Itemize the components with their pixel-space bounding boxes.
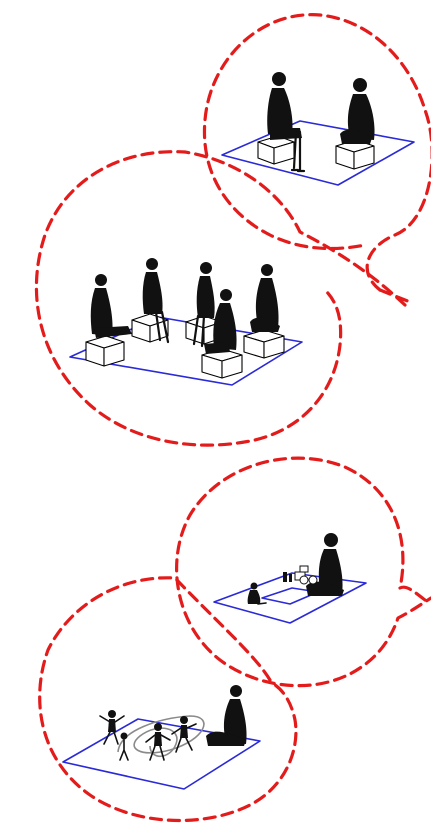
person-silhouette (306, 533, 344, 596)
person-silhouette (267, 72, 306, 173)
child-silhouette (247, 582, 267, 605)
child-silhouette (99, 710, 125, 745)
floor-mat (213, 572, 367, 624)
bubble-outline-play (175, 456, 431, 688)
person-silhouette (90, 274, 132, 338)
person-silhouette (206, 685, 247, 746)
seat-cube (335, 139, 375, 170)
thought-bubble-pair (202, 13, 431, 304)
person-silhouette (340, 78, 375, 144)
scene-children-running (62, 685, 261, 790)
floor-mat (62, 718, 261, 790)
child-silhouette (145, 723, 171, 761)
seat-cube (201, 348, 243, 379)
person-silhouette (192, 262, 215, 348)
child-silhouette (119, 732, 129, 761)
bubble-outline-group (34, 150, 407, 447)
bubble-outline-pair (202, 13, 431, 292)
scene-group-seated (69, 258, 303, 386)
scene-pair-seated (221, 72, 415, 186)
seat-cube (257, 135, 295, 165)
thought-bubble-running (38, 576, 298, 823)
person-silhouette (142, 258, 170, 344)
thought-bubble-group (34, 150, 407, 447)
child-silhouette (171, 716, 197, 753)
motion-trail (117, 715, 205, 758)
seat-cube (85, 335, 125, 367)
bubble-outline-running (38, 576, 298, 823)
toy-blocks (283, 565, 318, 585)
person-silhouette (204, 289, 237, 354)
scene-adult-child-play (213, 533, 367, 624)
thought-bubble-play (175, 456, 431, 688)
person-silhouette (250, 264, 280, 332)
seat-cube (243, 329, 285, 359)
